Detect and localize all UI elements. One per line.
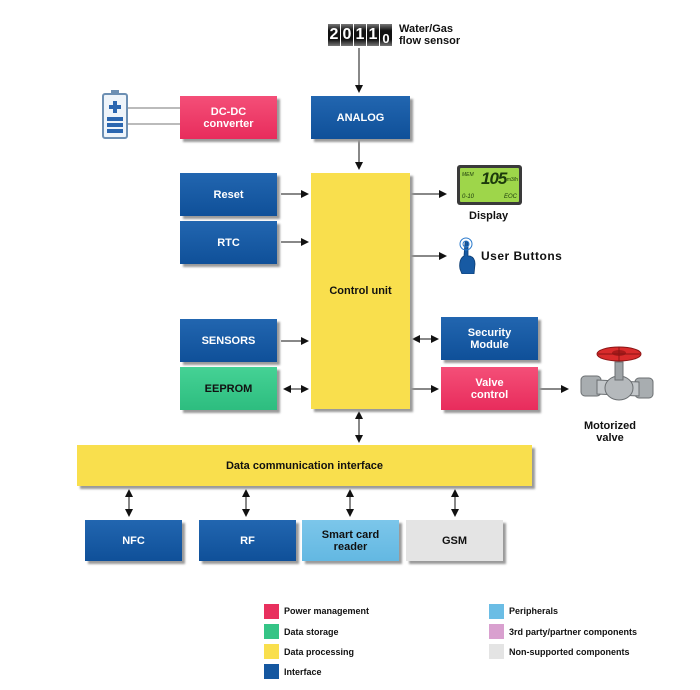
counter-digit: 0 [341, 24, 353, 46]
motorized-valve-label: Motorized valve [584, 420, 636, 444]
lcd-value: 105 [481, 169, 507, 188]
battery-icon [102, 90, 128, 139]
counter-digit: 2 [328, 24, 340, 46]
user-buttons-label: User Buttons [481, 249, 563, 263]
rtc-block: RTC [180, 221, 277, 264]
counter-digit: 1 [367, 24, 379, 46]
dcdc-converter-block: DC-DC converter [180, 96, 277, 139]
legend-swatch-interface [264, 664, 279, 679]
legend-swatch-processing [264, 644, 279, 659]
display-label: Display [469, 210, 509, 222]
valve-icon [580, 346, 654, 401]
lcd-display: MEM 105 m3/h 0-10 EOC [457, 165, 522, 205]
legend-swatch-peripherals [489, 604, 504, 619]
lcd-bottom-right: EOC [503, 194, 517, 200]
legend-label-peripherals: Peripherals [509, 606, 559, 616]
lcd-unit: m3/h [506, 177, 518, 183]
valve-control-block: Valve control [441, 367, 538, 410]
reset-block: Reset [180, 173, 277, 216]
pointing-hand-icon [459, 237, 476, 274]
legend-label-3rdparty: 3rd party/partner components [509, 627, 638, 637]
gsm-block: GSM [406, 520, 503, 561]
control-unit-block: Control unit [311, 173, 410, 409]
legend-swatch-power [264, 604, 279, 619]
flow-sensor-label: Water/Gas flow sensor [399, 23, 461, 47]
legend-label-nonsupported: Non-supported components [509, 647, 630, 657]
legend-swatch-3rdparty [489, 624, 504, 639]
eeprom-block: EEPROM [180, 367, 277, 410]
legend-label-storage: Data storage [284, 627, 339, 637]
legend-label-processing: Data processing [284, 647, 355, 657]
nfc-block: NFC [85, 520, 182, 561]
legend-label-interface: Interface [284, 667, 322, 677]
rf-block: RF [199, 520, 296, 561]
smart-card-reader-block: Smart card reader [302, 520, 399, 561]
counter-digit: 1 [354, 24, 366, 46]
counter-digit: 0 [380, 24, 392, 46]
legend-label-power: Power management [284, 606, 370, 616]
lcd-top-left: MEM [462, 172, 474, 178]
legend-swatch-storage [264, 624, 279, 639]
analog-block: ANALOG [311, 96, 410, 139]
legend-swatch-nonsupported [489, 644, 504, 659]
data-communication-interface-block: Data communication interface [77, 445, 532, 486]
lcd-bottom-left: 0-10 [462, 194, 475, 200]
flow-counter: 2 0 1 1 0 [328, 24, 393, 48]
sensors-block: SENSORS [180, 319, 277, 362]
security-module-block: Security Module [441, 317, 538, 360]
